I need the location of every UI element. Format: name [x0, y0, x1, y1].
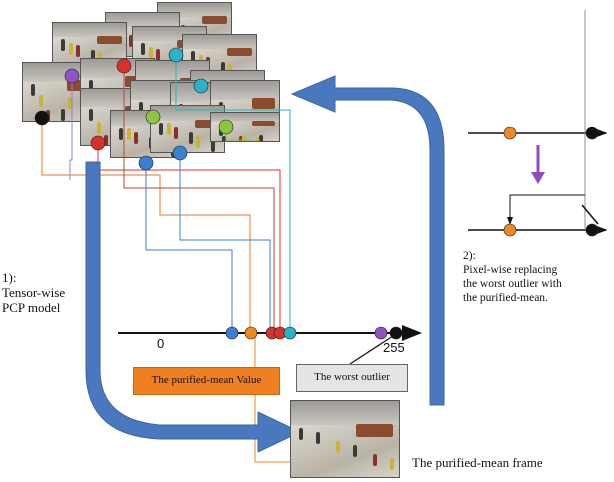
axis-max-label: 255 [383, 340, 405, 355]
pixel-dot-green [145, 109, 161, 125]
pixel-dot-green [218, 119, 234, 135]
pixel-dot-black [34, 110, 50, 126]
pixel-connector-lines [41, 56, 315, 463]
axis-dot-blue [225, 326, 239, 340]
purified-mean-value-box: The purified-mean Value [133, 367, 280, 395]
strike-mark [581, 204, 599, 225]
pixel-dot-red [116, 58, 132, 74]
pixel-dot-red [90, 135, 106, 151]
right-dot-black [585, 126, 599, 140]
axis-dot-black [389, 326, 403, 340]
step1-line: 1): [2, 270, 17, 285]
axis-dot-orange [244, 326, 258, 340]
step2-line: the purified-mean. [463, 292, 548, 304]
step2-line: Pixel-wise replacing [463, 264, 558, 276]
pixel-dot-teal [168, 47, 184, 63]
axis-dot-purple [374, 326, 388, 340]
step2-line: the worst outlier with [463, 278, 562, 290]
step1-caption: 1): Tensor-wise PCP model [2, 270, 65, 315]
axis-dot-teal [283, 326, 297, 340]
block-arrow-down-right [85, 161, 302, 453]
purified-mean-frame-image [290, 400, 400, 478]
right-dot-orange [503, 223, 517, 237]
step1-line: Tensor-wise [2, 285, 66, 300]
step2-caption: 2): Pixel-wise replacing the worst outli… [463, 249, 562, 305]
pixel-dot-teal [193, 78, 209, 94]
right-dot-orange [503, 126, 517, 140]
video-frame-image [150, 105, 225, 153]
pixel-dot-blue [172, 145, 188, 161]
pixel-dot-purple [64, 68, 80, 84]
step1-line: PCP model [2, 300, 61, 315]
replacement-arrow [507, 194, 585, 225]
outlier-pointer-line [349, 333, 397, 365]
purified-mean-frame-label: The purified-mean frame [412, 455, 543, 470]
down-arrow-icon [531, 145, 545, 184]
block-arrow-up-left [290, 75, 445, 406]
right-dot-black [585, 223, 599, 237]
pixel-dot-blue [138, 155, 154, 171]
step2-line: 2): [463, 250, 476, 262]
axis-min-label: 0 [157, 336, 165, 351]
worst-outlier-box: The worst outlier [296, 364, 408, 392]
